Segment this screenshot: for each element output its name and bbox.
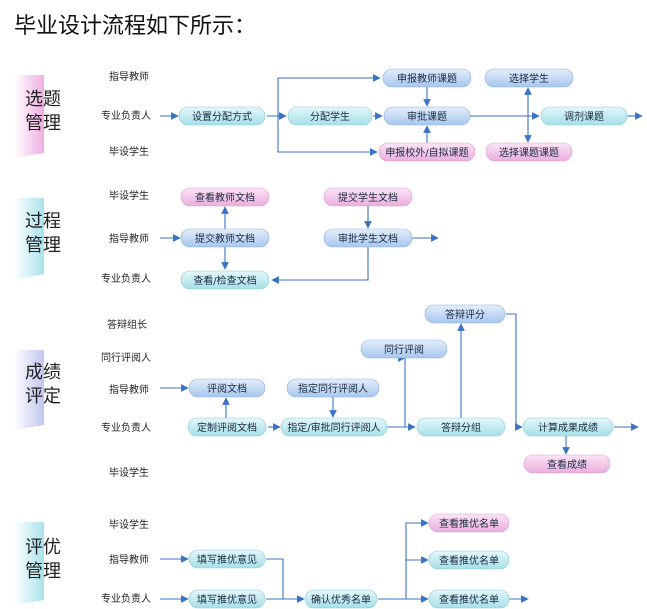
node-confirm-list	[304, 589, 378, 609]
node-view-grade	[523, 454, 611, 474]
node-label: 查看推优名单	[439, 517, 499, 530]
node-approve-topic	[383, 106, 471, 126]
role-label: 毕设学生	[109, 145, 149, 158]
node-label: 申报教师课题	[397, 72, 457, 85]
node-view-list-advisor	[428, 550, 510, 570]
node-submit-student-docs	[323, 187, 413, 207]
node-select-topic	[485, 142, 573, 162]
section-label-excellence-1: 评优	[25, 537, 61, 558]
section-badge-selection	[14, 75, 44, 158]
role-label: 指导教师	[109, 70, 149, 83]
node-label: 分配学生	[310, 110, 350, 123]
role-label: 毕设学生	[109, 518, 149, 531]
node-assign-student	[287, 106, 373, 126]
node-view-list-student	[428, 513, 510, 533]
role-label: 答辩组长	[107, 318, 147, 331]
node-adjust-topic	[540, 106, 628, 126]
node-label: 查看推优名单	[439, 593, 499, 606]
node-review-docs	[188, 378, 266, 398]
node-label: 设置分配方式	[192, 110, 252, 123]
node-approve-student-docs	[323, 228, 413, 248]
node-label: 指定/审批同行评阅人	[287, 421, 380, 434]
page-title: 毕业设计流程如下所示：	[14, 14, 256, 39]
role-label: 指导教师	[109, 232, 149, 245]
node-label: 选择课题课题	[499, 146, 559, 159]
node-label: 答辩分组	[441, 421, 481, 434]
node-label: 答辩评分	[445, 308, 485, 321]
section-label-selection-2: 管理	[25, 113, 61, 134]
node-assign-approve-peer	[280, 417, 388, 437]
node-label: 调剂课题	[564, 110, 604, 123]
role-label: 毕设学生	[109, 466, 149, 479]
node-apply-teacher-topic	[382, 68, 472, 88]
node-peer-review	[360, 339, 448, 359]
node-label: 申报校外/自拟课题	[385, 146, 468, 159]
node-label: 审批课题	[407, 110, 447, 123]
role-label: 指导教师	[109, 383, 149, 396]
node-apply-external-topic	[378, 142, 476, 162]
node-label: 查看推优名单	[439, 554, 499, 567]
node-assign-peer-reviewer	[286, 378, 380, 398]
role-label: 专业负责人	[101, 421, 151, 434]
node-label: 提交学生文档	[338, 191, 398, 204]
node-label: 确认优秀名单	[311, 593, 371, 606]
role-label: 专业负责人	[101, 109, 151, 122]
section-label-grading-1: 成绩	[25, 362, 61, 383]
node-label: 计算成果成绩	[538, 421, 598, 434]
node-label: 填写推优意见	[197, 553, 257, 566]
section-label-grading-2: 评定	[25, 386, 61, 407]
node-label: 定制评阅文档	[197, 421, 257, 434]
role-label: 指导教师	[109, 553, 149, 566]
node-label: 同行评阅	[384, 343, 424, 356]
section-label-excellence-2: 管理	[25, 561, 61, 582]
section-label-process-1: 过程	[25, 211, 61, 232]
node-label: 审批学生文档	[338, 232, 398, 245]
section-label-selection-1: 选题	[25, 89, 61, 110]
node-label: 评阅文档	[207, 382, 247, 395]
node-label: 选择学生	[509, 72, 549, 85]
role-label: 同行评阅人	[101, 351, 151, 364]
node-director-fill-opinion	[188, 589, 266, 609]
role-label: 毕设学生	[109, 189, 149, 202]
node-label: 查看教师文档	[195, 191, 255, 204]
section-label-process-2: 管理	[25, 235, 61, 256]
role-label: 专业负责人	[101, 592, 151, 605]
node-label: 填写推优意见	[197, 593, 257, 606]
node-defense-score	[424, 304, 506, 324]
node-submit-teacher-docs	[180, 228, 270, 248]
node-view-list-director	[428, 589, 510, 609]
node-label: 提交教师文档	[195, 232, 255, 245]
node-set-method	[178, 106, 266, 126]
section-badge-grading	[14, 350, 44, 430]
node-view-check-docs	[180, 270, 270, 290]
node-define-review-docs	[187, 417, 267, 437]
node-label: 查看/检查文档	[193, 274, 256, 287]
node-defense-group	[416, 417, 506, 437]
node-view-teacher-docs	[180, 187, 270, 207]
node-label: 查看成绩	[547, 458, 587, 471]
section-badge-process	[14, 198, 44, 280]
node-label: 指定同行评阅人	[298, 382, 368, 395]
node-advisor-fill-opinion	[188, 549, 266, 569]
node-compute-grade	[522, 417, 614, 437]
node-select-student	[484, 68, 574, 88]
section-badge-excellence	[14, 522, 44, 605]
role-label: 专业负责人	[101, 272, 151, 285]
